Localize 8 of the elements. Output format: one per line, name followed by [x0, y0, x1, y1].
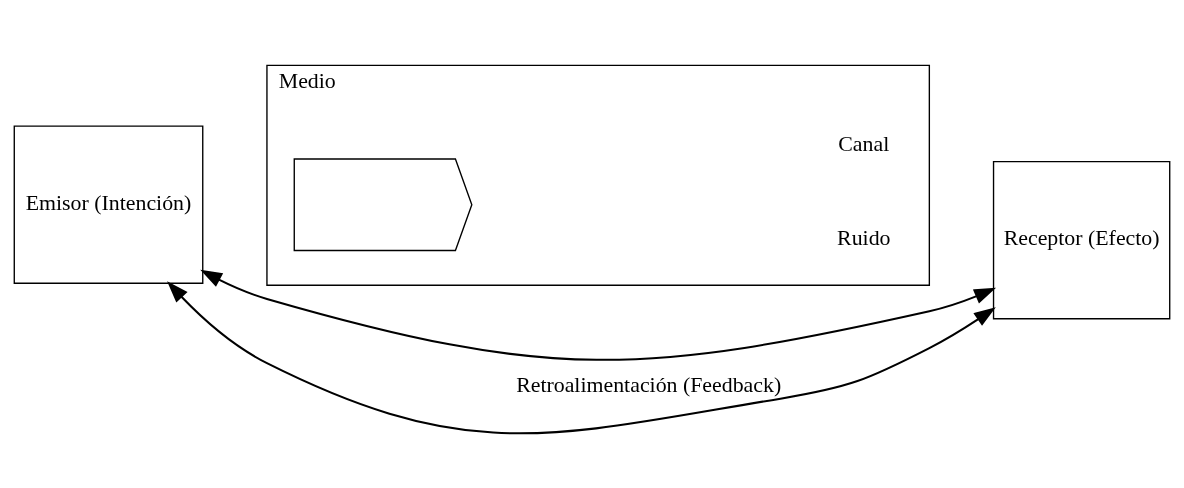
arrow	[167, 281, 996, 435]
arrow	[200, 269, 997, 361]
edge-label: Retroalimentación (Feedback)	[516, 372, 782, 397]
label: Canal	[838, 132, 890, 157]
node-box: Receptor (Efecto)	[992, 161, 1171, 320]
label: Ruido	[837, 226, 891, 251]
node-pentagon	[293, 158, 473, 252]
node-box: Emisor (Intención)	[13, 125, 204, 284]
